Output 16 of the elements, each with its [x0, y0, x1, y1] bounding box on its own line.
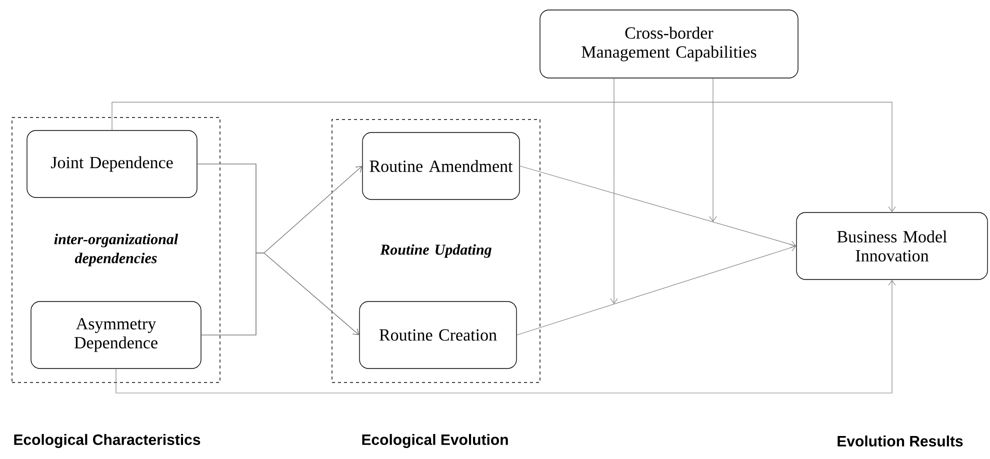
arrow [112, 102, 896, 212]
arrow [516, 244, 796, 336]
process-box: Asymmetry Dependence [30, 301, 202, 369]
section-label: Ecological Evolution [362, 434, 508, 448]
arrow [116, 280, 896, 394]
process-box: Routine Amendment [362, 132, 520, 200]
process-box: Routine Creation [359, 301, 517, 369]
arrow [201, 252, 360, 336]
arrow [610, 78, 618, 304]
arrow [709, 78, 717, 222]
process-box: Joint Dependence [26, 130, 198, 198]
arrow [520, 166, 796, 248]
section-label: Evolution Results [838, 436, 963, 446]
section-label: Ecological Characteristics [14, 434, 200, 448]
process-box: Cross-border Management Capabilities [540, 10, 798, 78]
process-box: Business Model Innovation [796, 212, 988, 280]
